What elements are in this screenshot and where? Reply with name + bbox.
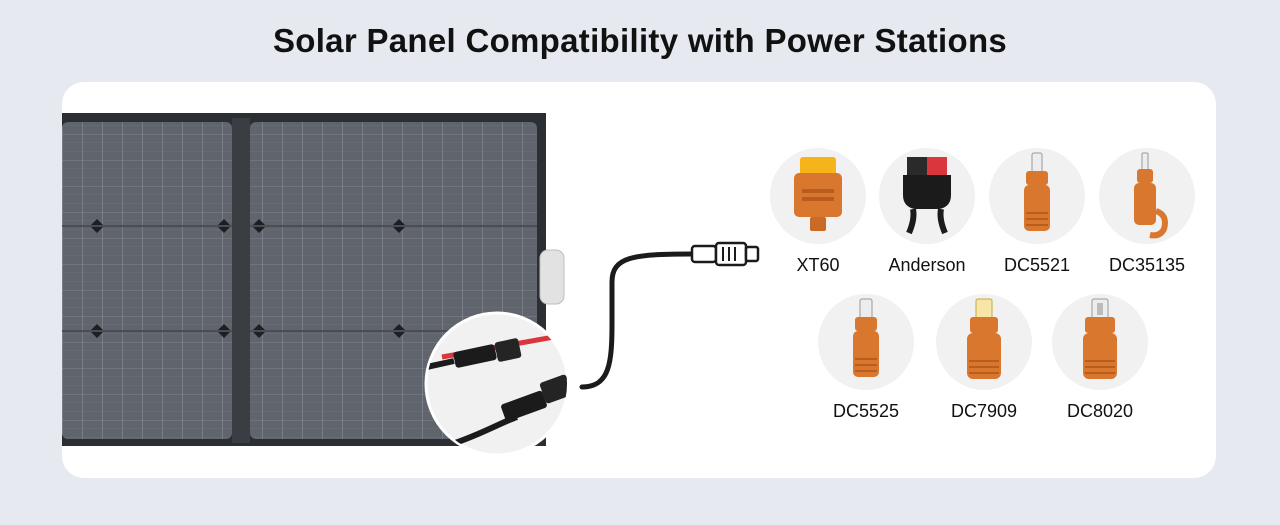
mc4-connector-icon <box>427 329 567 447</box>
connector-label: DC7909 <box>950 401 1018 421</box>
connector-label: Anderson <box>888 255 966 275</box>
connector-label: XT60 <box>796 255 840 275</box>
anderson-connector-icon <box>879 148 975 244</box>
connector-xt60: XT60 <box>770 148 866 276</box>
connector-dc8020: DC8020 <box>1052 294 1148 422</box>
connector-label: DC5525 <box>832 401 900 421</box>
connector-dc7909: DC7909 <box>936 294 1032 422</box>
connector-label: DC35135 <box>1108 255 1186 275</box>
connector-dc5521: DC5521 <box>989 148 1085 276</box>
dc5525-connector-icon <box>818 294 914 390</box>
compatibility-card: XT60 Anderson DC5521 <box>62 82 1216 478</box>
connector-dc5525: DC5525 <box>818 294 914 422</box>
solar-panel-illustration <box>62 113 760 457</box>
xt60-connector-icon <box>770 148 866 244</box>
connector-label: DC5521 <box>1003 255 1071 275</box>
connector-anderson: Anderson <box>879 148 975 276</box>
connector-label: DC8020 <box>1066 401 1134 421</box>
dc7909-connector-icon <box>936 294 1032 390</box>
dc8020-connector-icon <box>1052 294 1148 390</box>
page-title: Solar Panel Compatibility with Power Sta… <box>272 22 1008 59</box>
aviation-plug-icon <box>690 241 760 267</box>
dc35135-connector-icon <box>1099 148 1195 244</box>
dc5521-connector-icon <box>989 148 1085 244</box>
connector-dc35135: DC35135 <box>1099 148 1195 276</box>
